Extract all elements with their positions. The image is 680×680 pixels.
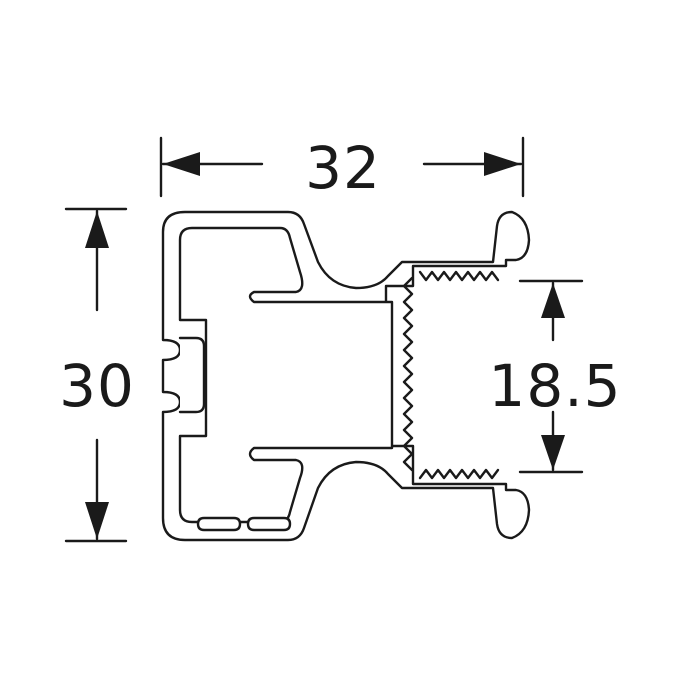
opening-arrowhead-bottom [541,435,565,470]
extrusion-profile [161,210,531,542]
height-label: 30 [59,352,135,420]
profile-bottom-slot-left [196,516,242,532]
width-arrowhead-right [484,152,521,176]
width-dimension: 32 [159,134,525,202]
height-arrowhead-bottom [85,502,109,539]
height-dimension: 30 [59,207,135,543]
opening-arrowhead-top [541,283,565,318]
width-arrowhead-left [163,152,200,176]
profile-bottom-slot-right [246,516,292,532]
profile-serrated-edge-top [418,270,500,282]
width-label: 32 [305,134,381,202]
profile-serrated-edge-vertical [402,276,414,472]
profile-serrated-edge-bottom [418,468,500,480]
opening-label: 18.5 [488,352,621,420]
profile-inner-channel [178,226,394,524]
profile-left-lug [178,336,206,414]
height-arrowhead-top [85,211,109,248]
opening-dimension: 18.5 [488,279,621,474]
